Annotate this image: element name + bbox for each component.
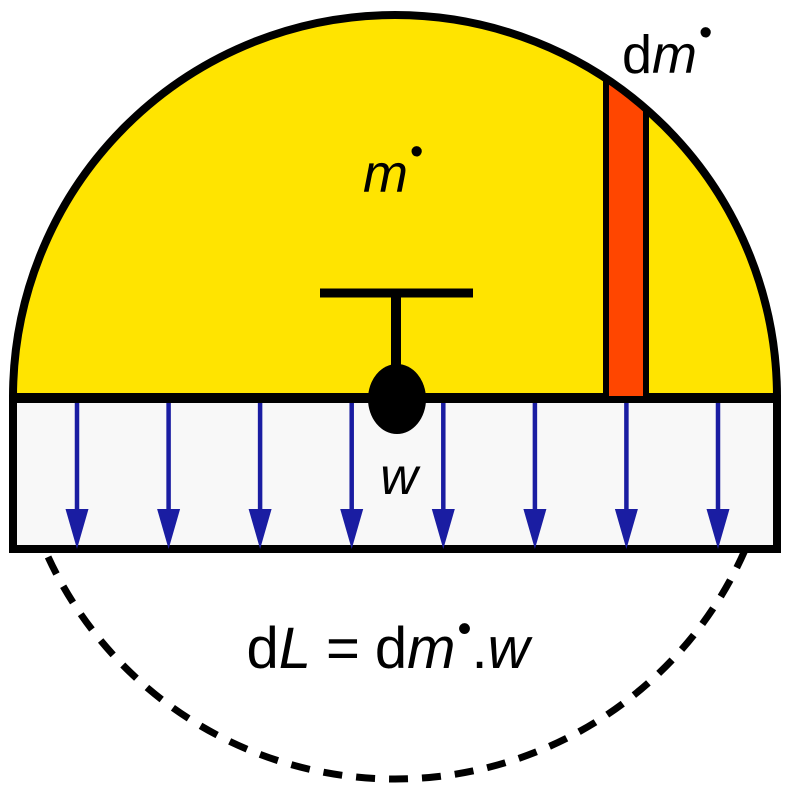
element-m: m bbox=[652, 25, 697, 85]
rotation-dashed-arc bbox=[9, 396, 781, 783]
rotor-disc-semicircle bbox=[9, 11, 781, 401]
element-d: d bbox=[622, 25, 652, 85]
pivot-symbol bbox=[320, 288, 473, 434]
label-mass-flow-element: dm• bbox=[622, 12, 712, 85]
element-dot: • bbox=[699, 12, 712, 54]
formula-d1: d bbox=[246, 616, 278, 681]
pivot-ellipse bbox=[368, 364, 426, 434]
formula-d2: d bbox=[375, 616, 407, 681]
label-formula: dL=dm•.w bbox=[246, 607, 532, 681]
mass-flow-dot: • bbox=[410, 131, 423, 173]
formula-period: . bbox=[472, 616, 488, 681]
formula-m: m bbox=[407, 616, 455, 681]
mass-element-strip bbox=[603, 73, 649, 402]
mass-flow-symbol: m bbox=[363, 144, 408, 204]
formula-equals: = bbox=[326, 616, 360, 681]
formula-dot: • bbox=[457, 607, 471, 651]
formula-L: L bbox=[279, 616, 311, 681]
formula-w: w bbox=[488, 616, 533, 681]
label-mass-flow: m• bbox=[363, 131, 423, 204]
label-velocity: w bbox=[380, 448, 421, 506]
